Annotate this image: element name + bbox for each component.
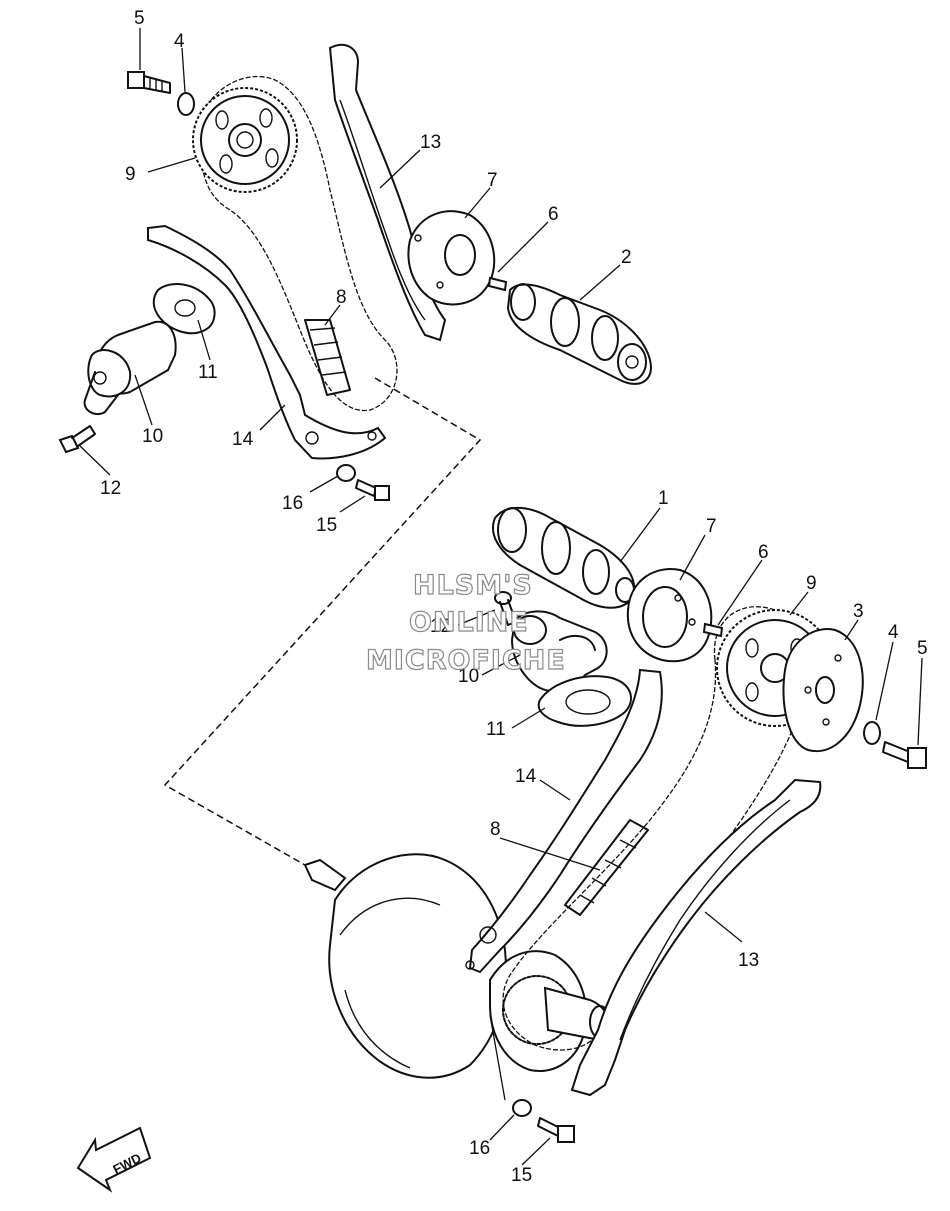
upper-callouts: 5 4 9 13 7 6 2 8 11 10 12 14 16 15 xyxy=(100,8,632,536)
crankshaft xyxy=(303,853,611,1079)
lower-tensioner-guide xyxy=(468,668,663,974)
upper-leaders xyxy=(79,28,621,513)
upper-camshaft xyxy=(506,283,652,385)
upper-cam-chain xyxy=(197,75,398,412)
watermark-line-1: HLSM'S xyxy=(413,570,533,601)
callout-lower-7: 7 xyxy=(706,516,717,537)
lower-washer xyxy=(863,721,881,745)
callout-upper-10: 10 xyxy=(142,426,163,447)
callout-upper-9: 9 xyxy=(125,164,136,185)
upper-tensioner-bolt xyxy=(58,425,96,454)
upper-decomp-plate xyxy=(407,210,496,306)
callout-lower-9: 9 xyxy=(806,573,817,594)
upper-guide-bolt xyxy=(355,479,390,501)
lower-guide-bolt xyxy=(537,1117,575,1143)
callout-upper-11: 11 xyxy=(198,362,218,383)
lower-rotor-plate xyxy=(782,628,864,753)
upper-cam-sprocket xyxy=(192,87,298,193)
callout-upper-5: 5 xyxy=(134,8,145,29)
callout-lower-8: 8 xyxy=(490,819,501,840)
lower-assembly xyxy=(303,506,927,1166)
lower-tensioner-bolt xyxy=(494,591,517,626)
callout-upper-13: 13 xyxy=(420,132,441,153)
lower-chain-tensioner xyxy=(510,610,608,693)
upper-washer xyxy=(177,92,195,116)
lower-pin xyxy=(702,622,724,638)
watermark: HLSM'S ONLINE MICROFICHE xyxy=(365,569,566,676)
lower-chain-segment xyxy=(564,819,649,916)
callout-upper-2: 2 xyxy=(621,247,632,268)
callout-lower-5: 5 xyxy=(917,638,928,659)
lower-tensioner-gasket xyxy=(537,675,632,727)
callout-upper-15: 15 xyxy=(316,515,337,536)
callout-upper-8: 8 xyxy=(336,287,347,308)
upper-assembly xyxy=(58,28,652,513)
lower-bolt xyxy=(882,741,927,769)
watermark-line-2: ONLINE xyxy=(409,607,529,638)
callout-upper-4: 4 xyxy=(174,31,185,52)
lower-decomp-plate xyxy=(626,568,713,663)
watermark-line-3: MICROFICHE xyxy=(366,645,566,676)
lower-guide-washer xyxy=(512,1099,532,1117)
callout-lower-1: 1 xyxy=(658,488,669,509)
upper-tensioner-gasket xyxy=(152,283,216,335)
upper-pin xyxy=(487,276,508,292)
alignment-dashed-line xyxy=(163,377,482,866)
callout-upper-12: 12 xyxy=(100,478,121,499)
callout-lower-6: 6 xyxy=(758,542,769,563)
callout-upper-7: 7 xyxy=(487,170,498,191)
lower-leaders xyxy=(457,507,923,1166)
callout-upper-16: 16 xyxy=(282,493,303,514)
upper-guide-washer xyxy=(336,464,356,482)
callout-lower-10: 10 xyxy=(458,666,479,687)
fwd-arrow: FWD xyxy=(76,1126,152,1193)
callout-lower-14: 14 xyxy=(515,766,537,787)
callout-upper-14: 14 xyxy=(232,429,254,450)
upper-bolt xyxy=(127,71,171,94)
callout-lower-4: 4 xyxy=(888,622,899,643)
upper-chain-segment xyxy=(304,319,351,396)
callout-lower-16: 16 xyxy=(469,1138,490,1159)
callout-lower-3: 3 xyxy=(853,601,864,622)
callout-lower-13: 13 xyxy=(738,950,759,971)
callout-lower-12: 12 xyxy=(430,616,451,637)
upper-tensioner-guide xyxy=(147,224,387,460)
upper-chain-tensioner xyxy=(83,320,177,416)
lower-chain-guide xyxy=(570,778,822,1097)
callout-lower-11: 11 xyxy=(486,719,506,740)
lower-callouts: 1 7 6 9 3 4 5 12 10 11 14 8 13 16 15 xyxy=(430,488,928,1186)
callout-lower-15: 15 xyxy=(511,1165,532,1186)
callout-upper-6: 6 xyxy=(548,204,559,225)
